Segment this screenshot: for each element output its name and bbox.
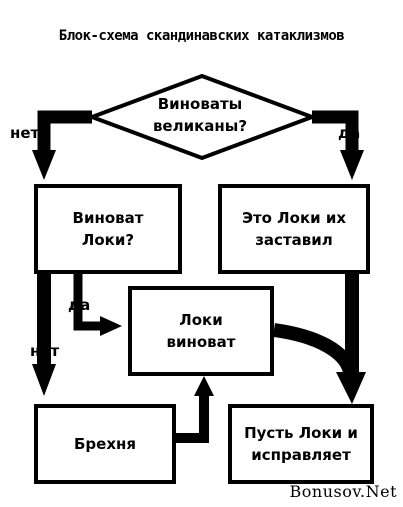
diagram-title: Блок-схема скандинавских катаклизмов: [58, 28, 345, 44]
arrowhead-no-bottom: [32, 364, 56, 396]
box-loki-question-text: Виноват Локи?: [72, 208, 144, 250]
box-loki-guilty-text: Локи виноват: [166, 310, 236, 352]
decision-diamond: [86, 73, 318, 161]
box-loki-question: Виноват Локи?: [34, 184, 182, 274]
box-loki-guilty: Локи виноват: [128, 286, 274, 376]
box-nonsense-text: Брехня: [73, 434, 136, 453]
label-no-left: нет: [10, 124, 40, 142]
arrowhead-yes-mid: [100, 316, 122, 336]
connector-curve: [272, 323, 357, 375]
arrowhead-no-left: [32, 150, 56, 180]
box-loki-made-them-text: Это Локи их заставил: [241, 208, 347, 250]
connector-nonsense-up: [176, 396, 209, 443]
label-yes-mid: да: [68, 296, 91, 314]
watermark: Bonusov.Net: [289, 482, 397, 501]
box-loki-made-them: Это Локи их заставил: [218, 184, 370, 274]
arrowhead-yes-right: [340, 150, 364, 180]
label-yes-right: да: [338, 124, 361, 142]
arrowhead-made-them: [336, 372, 366, 404]
label-no-bottom: нет: [30, 342, 60, 360]
box-let-loki-fix: Пусть Локи и исправляет: [228, 404, 374, 484]
connector-no-left: [37, 110, 92, 150]
box-nonsense: Брехня: [34, 404, 176, 484]
connector-yes-mid: [73, 274, 100, 331]
connector-yes-right: [312, 110, 359, 150]
decision-giants-text: Виноваты великаны?: [152, 94, 248, 136]
box-let-loki-fix-text: Пусть Локи и исправляет: [244, 423, 358, 465]
arrowhead-nonsense-up: [194, 376, 214, 396]
